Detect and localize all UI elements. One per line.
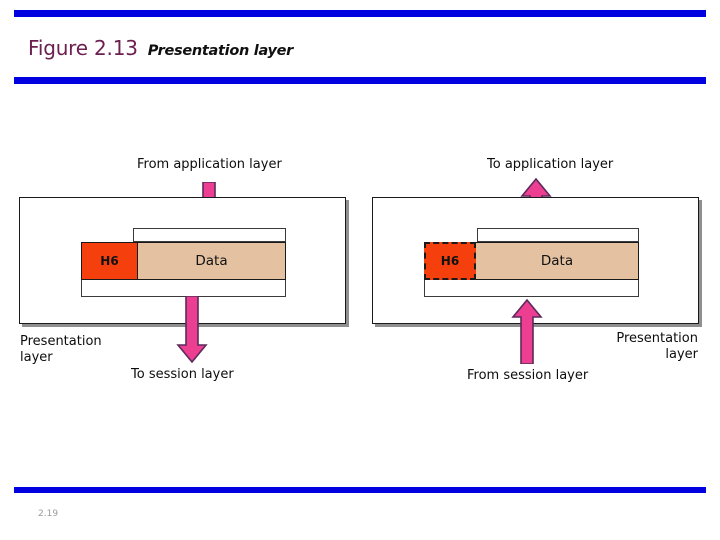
pdu-sending: H6 Data (81, 242, 286, 280)
title-divider-rule (14, 77, 706, 84)
figure-number: Figure 2.13 (28, 36, 138, 60)
bracket-top-sending (133, 228, 286, 242)
page-number: 2.19 (38, 509, 59, 519)
bracket-bottom-sending (81, 280, 286, 297)
bottom-accent-rule (14, 487, 706, 493)
arrow-down-from-application (193, 182, 225, 234)
bracket-top-receiving (477, 228, 639, 242)
top-accent-rule (14, 10, 706, 17)
layer-label-line2-receiving: layer (665, 347, 698, 363)
layer-label-sending: Presentation layer (20, 334, 140, 367)
pdu-header-h6-sending: H6 (81, 242, 138, 280)
pdu-receiving: H6 Data (424, 242, 639, 280)
caption-from-session-layer: From session layer (467, 368, 589, 383)
layer-label-line1-receiving: Presentation (616, 331, 698, 346)
pdu-data-sending: Data (138, 242, 286, 280)
bracket-bottom-receiving (424, 280, 639, 297)
layer-label-line2-sending: layer (20, 350, 53, 366)
layer-label-line1-sending: Presentation (20, 334, 102, 349)
arrow-up-from-session (511, 298, 543, 364)
arrow-up-to-application (520, 177, 552, 231)
slide-title: Figure 2.13 Presentation layer (28, 36, 293, 60)
caption-to-application-layer: To application layer (487, 157, 614, 172)
presentation-layer-box-sending (19, 197, 346, 324)
caption-from-application-layer: From application layer (137, 157, 282, 172)
layer-label-receiving: Presentation layer (578, 331, 698, 364)
pdu-data-receiving: Data (476, 242, 639, 280)
caption-to-session-layer: To session layer (131, 367, 234, 382)
pdu-header-h6-receiving: H6 (424, 242, 476, 280)
presentation-layer-box-receiving (372, 197, 699, 324)
figure-caption: Presentation layer (147, 43, 294, 59)
arrow-down-to-session (176, 296, 208, 364)
